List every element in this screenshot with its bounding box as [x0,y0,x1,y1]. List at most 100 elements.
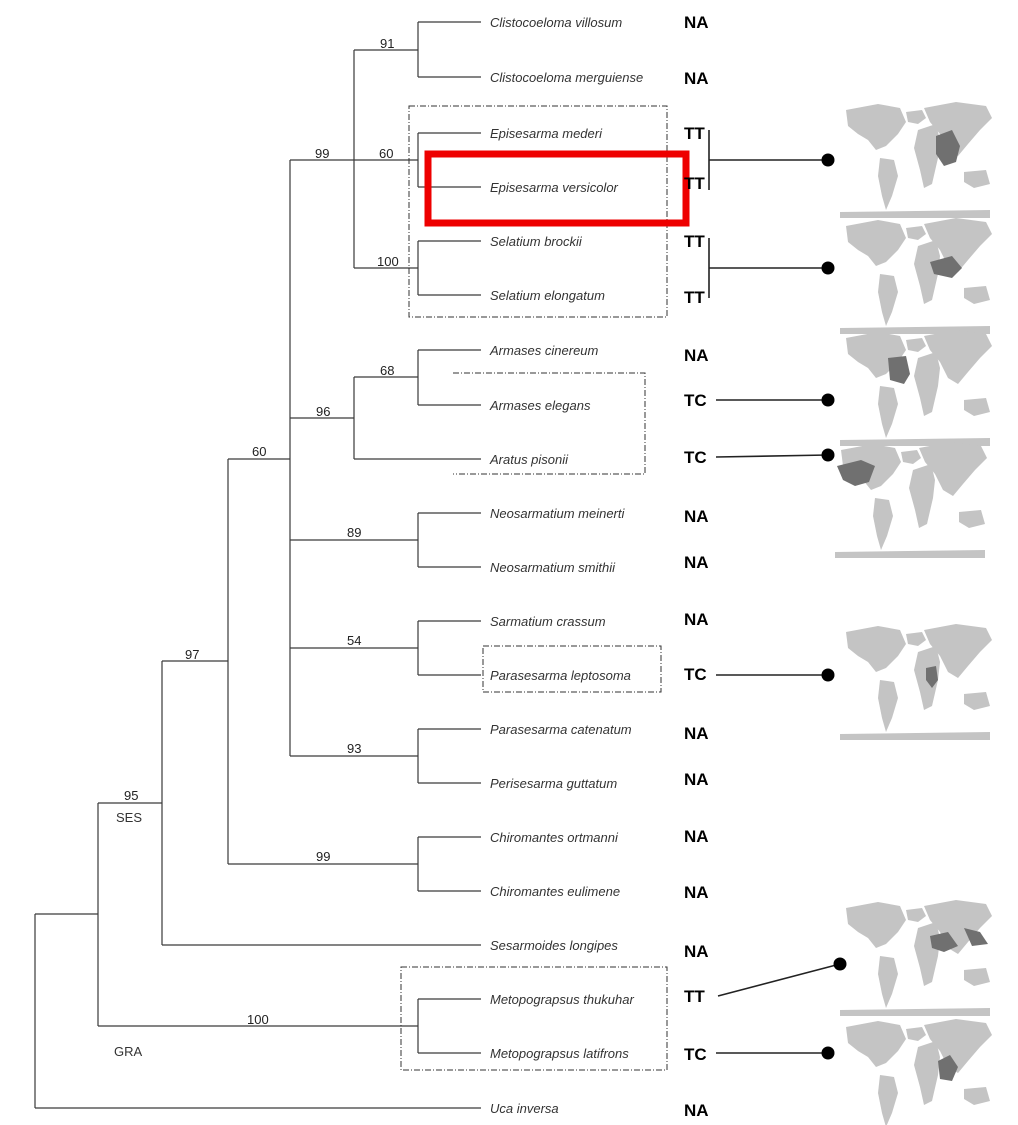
status-code: NA [684,942,709,961]
taxon-labels: Clistocoeloma villosum Clistocoeloma mer… [489,15,643,1116]
highlight-box [424,150,690,227]
range-map-armases-elegans [840,330,992,446]
status-code: TC [684,448,707,467]
range-map-parasesarma-leptosoma [840,624,992,740]
support-sesarmidae-core: 60 [252,444,266,459]
map-dot [821,668,835,682]
status-code: TC [684,1045,707,1064]
status-codes: NA NA TT TT TT TT NA TC TC NA NA NA TC N… [684,13,709,1120]
status-code: TC [684,391,707,410]
support-armases: 68 [380,363,394,378]
branch-armases [417,349,481,406]
taxon-name: Uca inversa [490,1101,559,1116]
bracket-episesarma [708,130,828,190]
range-map-aratus-pisonii [835,442,987,558]
connector-metopograpsus-thukuhar [717,963,841,997]
branch-ses-gra [97,802,418,1027]
bracket-selatium [708,238,828,298]
taxon-name: Episesarma versicolor [490,180,619,195]
support-metopograpsus: 100 [247,1012,269,1027]
support-values: 91 99 60 100 68 96 60 89 54 97 93 95 99 … [124,36,399,1027]
status-code: TT [684,987,705,1006]
taxon-name: Clistocoeloma villosum [490,15,622,30]
branch-sarmatium [417,620,481,676]
distribution-maps [835,102,992,1125]
taxon-name: Armases elegans [489,398,591,413]
taxon-name: Parasesarma catenatum [490,722,632,737]
status-code: TT [684,174,705,193]
status-code: TT [684,232,705,251]
branch-episesarma-group [353,49,418,269]
status-code: NA [684,346,709,365]
clade-label-gra: GRA [114,1044,143,1059]
support-selatium: 100 [377,254,399,269]
support-ses-node: 95 [124,788,138,803]
branch-core [289,159,418,757]
taxon-name: Metopograpsus thukuhar [490,992,634,1007]
support-sarmatium-parasesarma: 54 [347,633,361,648]
range-map-metopograpsus-thukuhar [840,900,992,1016]
status-code: TC [684,665,707,684]
branch-clistocoeloma [417,21,481,78]
support-chiromantes: 99 [316,849,330,864]
status-code: NA [684,827,709,846]
branch-chiromantes-node [227,458,418,865]
taxon-name: Selatium elongatum [490,288,605,303]
support-neosarmatium: 89 [347,525,361,540]
taxon-name: Parasesarma leptosoma [490,668,631,683]
taxon-name: Chiromantes ortmanni [490,830,619,845]
box-episesarma-selatium [408,105,668,318]
clade-label-ses: SES [116,810,142,825]
taxon-name: Sesarmoides longipes [490,938,618,953]
box-parasesarma-leptosoma [482,645,662,693]
taxon-name: Sarmatium crassum [490,614,606,629]
taxon-name: Neosarmatium smithii [490,560,616,575]
range-map-metopograpsus-latifrons [840,1019,992,1125]
taxon-name: Metopograpsus latifrons [490,1046,629,1061]
map-dot [833,957,847,971]
support-parasesarma-perisesarma: 93 [347,741,361,756]
map-dot [821,393,835,407]
branch-neosarmatium [417,512,481,568]
range-map-episesarma [840,102,992,218]
branch-selatium [417,240,481,296]
taxon-name: Neosarmatium meinerti [490,506,625,521]
taxon-name: Clistocoeloma merguiense [490,70,643,85]
box-metopograpsus [400,966,668,1071]
branch-chiromantes [417,836,481,892]
status-code: TT [684,288,705,307]
support-sesarmoides-node: 97 [185,647,199,662]
map-dot [821,448,835,462]
taxon-name: Perisesarma guttatum [490,776,617,791]
support-episesarma: 60 [379,146,393,161]
habitat-boxes [400,105,668,1071]
taxon-name: Armases cinereum [489,343,599,358]
status-code: NA [684,507,709,526]
taxon-name: Aratus pisonii [489,452,569,467]
taxon-name: Chiromantes eulimene [490,884,620,899]
status-code: NA [684,770,709,789]
status-code: NA [684,1101,709,1120]
status-code: NA [684,724,709,743]
support-episesarma-group: 99 [315,146,329,161]
range-map-selatium [840,218,992,334]
support-armases-aratus: 96 [316,404,330,419]
map-dot [821,153,835,167]
connector-aratus-pisonii [715,454,829,458]
branch-sesarmoides-node [161,660,481,946]
branch-root [34,913,481,1109]
map-dot [821,1046,835,1060]
map-connectors [708,130,847,1060]
tree-branches [34,21,481,1109]
map-dot [821,261,835,275]
taxon-name: Episesarma mederi [490,126,603,141]
status-code: NA [684,69,709,88]
support-clistocoeloma: 91 [380,36,394,51]
status-code: NA [684,553,709,572]
status-code: NA [684,13,709,32]
status-code: NA [684,610,709,629]
box-armases-aratus [453,372,646,475]
branch-metopograpsus [417,998,481,1054]
